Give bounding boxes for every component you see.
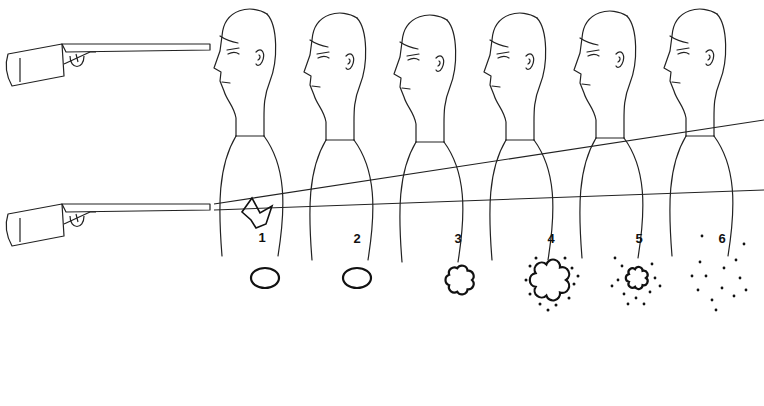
head-figure bbox=[484, 13, 553, 260]
shot-cone bbox=[214, 120, 764, 210]
callout-number: 4 bbox=[547, 232, 554, 245]
callout-number: 5 bbox=[635, 232, 642, 245]
callout-number: 6 bbox=[718, 232, 725, 245]
shot-patterns bbox=[242, 198, 648, 300]
head-figure bbox=[664, 9, 733, 256]
rifle bbox=[6, 204, 210, 246]
head-figure bbox=[214, 9, 283, 256]
head-figure bbox=[304, 13, 373, 260]
callout-number: 1 bbox=[258, 231, 265, 244]
callout-number: 3 bbox=[454, 232, 461, 245]
shot-pellets bbox=[525, 235, 748, 312]
head-figure bbox=[574, 11, 643, 258]
callout-number: 2 bbox=[353, 232, 360, 245]
rifle bbox=[6, 44, 210, 86]
head-figure bbox=[394, 15, 463, 262]
